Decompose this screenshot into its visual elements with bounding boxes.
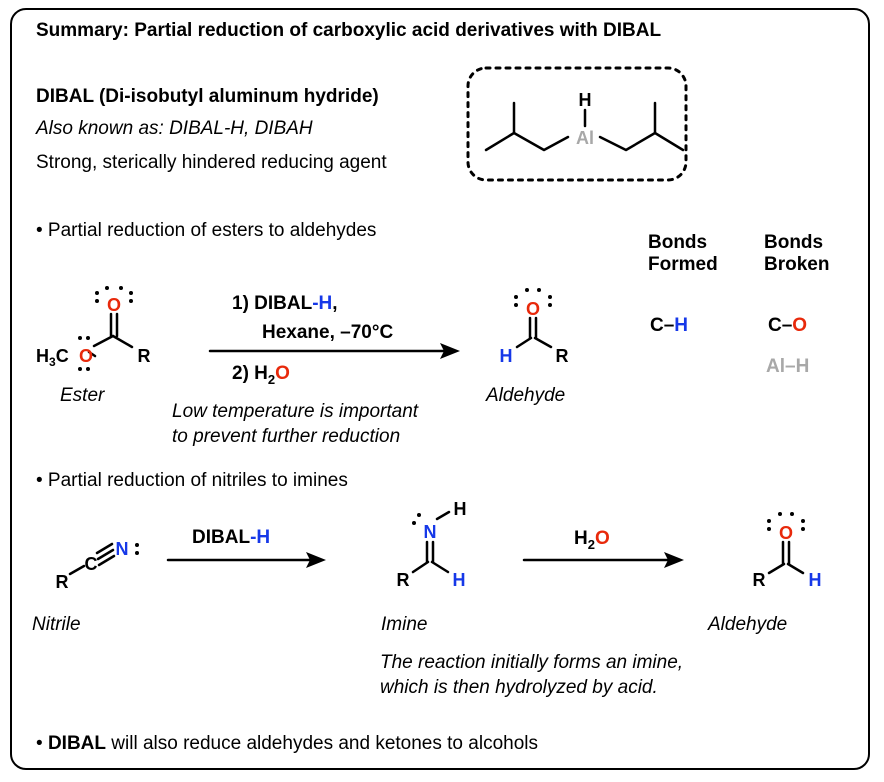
bonds-formed-header-1: Bonds [648, 232, 708, 253]
dibal-description: Strong, sterically hindered reducing age… [36, 152, 387, 173]
ester-r-group: R [138, 346, 151, 366]
reaction-arrow-3-head [664, 552, 684, 568]
imine-r-group: R [397, 570, 410, 590]
aldehyde2-o-atom: O [779, 523, 793, 543]
nitrile-triple-bond-2 [97, 554, 116, 567]
nitrile-r-c-bond [68, 564, 86, 576]
imine-r-bond [411, 560, 430, 574]
isobutyl-left [484, 101, 516, 152]
ester-note-line2: to prevent further reduction [172, 426, 401, 447]
ester-step1-reagent: 1) DIBAL-H, [232, 293, 338, 314]
imine-n-h-bond [435, 510, 451, 521]
isobutyl-right-methyl [653, 131, 685, 152]
bond-broken-co: C–O [768, 315, 808, 336]
aldehyde-label-2: Aldehyde [708, 614, 788, 635]
ester-step1-conditions: Hexane, –70°C [262, 322, 394, 343]
imine-ch-atom: H [453, 570, 466, 590]
reaction-arrow-2-head [306, 552, 326, 568]
ester-label: Ester [60, 385, 105, 406]
bond-formed-ch: C–H [650, 315, 689, 336]
aldehyde2-r-group: R [753, 570, 766, 590]
ester-c-r-bond [111, 334, 134, 349]
bonds-broken-header-2: Broken [764, 254, 830, 275]
nitrile-note-line1: The reaction initially forms an imine, [380, 652, 684, 673]
bond-broken-alh: Al–H [766, 356, 810, 377]
reaction-arrow-1-head [440, 343, 460, 359]
aldehyde2-r-bond [767, 562, 786, 575]
bonds-broken-header-1: Bonds [764, 232, 824, 253]
section-nitriles-heading: • Partial reduction of nitriles to imine… [36, 470, 348, 491]
aldehyde2-h-bond [786, 562, 805, 575]
nitrile-triple-bond-1 [96, 548, 115, 561]
ester-step2-reagent: 2) H2O [232, 363, 290, 387]
ester-o-ch3-bond [87, 350, 97, 358]
imine-label: Imine [381, 614, 428, 635]
imine-n-atom: N [424, 522, 437, 542]
aldehyde1-r-group: R [556, 346, 569, 366]
dibal-aka: Also known as: DIBAL-H, DIBAH [36, 118, 313, 139]
imine-nh-atom: H [454, 499, 467, 519]
nitrile-c-atom: C [85, 554, 98, 574]
dibal-structure-box [466, 66, 688, 182]
nitrile-triple-bond-3 [95, 542, 114, 555]
ester-c-o-single-bond [92, 334, 115, 348]
nitrile-n-atom: N [116, 539, 129, 559]
ester-note-line1: Low temperature is important [172, 401, 419, 422]
imine-hydrolysis-reagent: H2O [574, 528, 610, 552]
nitrile-reagent: DIBAL-H [192, 527, 271, 548]
aldehyde2-h-atom: H [809, 570, 822, 590]
bonds-formed-header-2: Formed [648, 254, 718, 275]
nitrile-note-line2: which is then hydrolyzed by acid. [380, 677, 658, 698]
ester-alkoxy-o-atom: O [79, 346, 93, 366]
ester-ch3-group: H3C [36, 346, 69, 369]
ester-carbonyl-o-atom: O [107, 295, 121, 315]
isobutyl-right-chain [598, 101, 657, 152]
aldehyde1-h-atom: H [500, 346, 513, 366]
nitrile-r-group: R [56, 572, 69, 592]
aldehyde1-r-bond [533, 336, 553, 349]
footer-note: • DIBAL will also reduce aldehydes and k… [36, 733, 538, 754]
aldehyde-label-1: Aldehyde [486, 385, 566, 406]
dibal-al-atom: Al [576, 128, 594, 148]
aldehyde1-o-atom: O [526, 299, 540, 319]
imine-h-bond [430, 560, 450, 574]
page-title: Summary: Partial reduction of carboxylic… [36, 20, 662, 41]
dibal-h-atom: H [579, 90, 592, 110]
isobutyl-left-chain [512, 131, 570, 152]
dibal-name: DIBAL (Di-isobutyl aluminum hydride) [36, 86, 379, 107]
nitrile-label: Nitrile [32, 614, 81, 635]
aldehyde1-h-bond [515, 336, 533, 349]
summary-frame [10, 8, 870, 770]
section-esters-heading: • Partial reduction of esters to aldehyd… [36, 220, 377, 241]
